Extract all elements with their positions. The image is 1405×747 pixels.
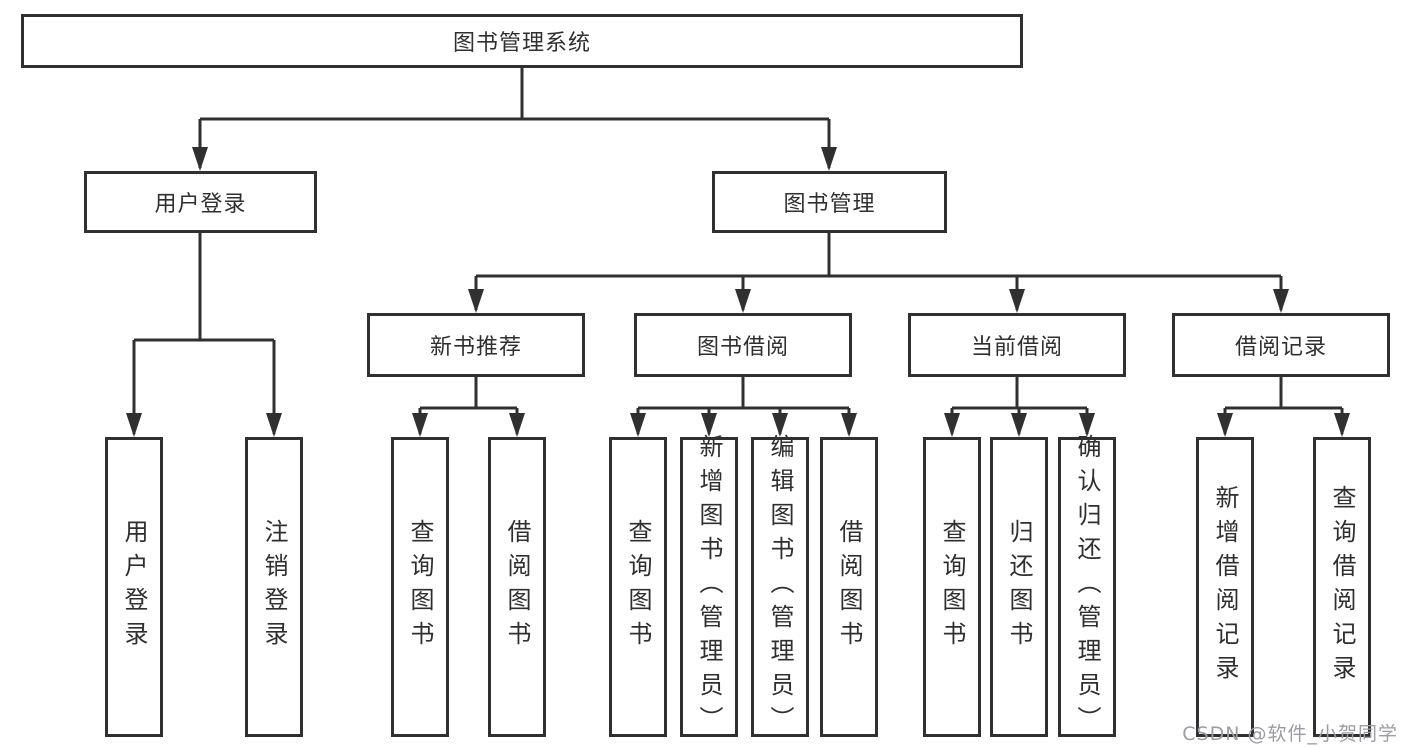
leaf-label: 查询图书 [938, 519, 966, 655]
leaf-label: 查询图书 [624, 519, 652, 655]
csdn-watermark: CSDN @软件_小贺同学 [1182, 723, 1398, 745]
leaf-edit-book-admin: 编辑图书（管理员） [751, 434, 809, 740]
node-library-management-system: 图书管理系统 [21, 14, 1023, 68]
leaf-query-books-current: 查询图书 [923, 437, 981, 737]
leaf-add-book-admin: 新增图书（管理员） [680, 434, 738, 740]
node-current-borrowing: 当前借阅 [908, 313, 1126, 377]
leaf-label: 注销登录 [260, 519, 288, 655]
node-borrowing-records: 借阅记录 [1172, 313, 1390, 377]
leaf-label: 编辑图书（管理员） [766, 434, 794, 740]
node-label: 新书推荐 [429, 335, 522, 360]
leaf-query-books-recommend: 查询图书 [391, 437, 449, 737]
node-user-login: 用户登录 [84, 171, 317, 233]
node-new-book-recommendation: 新书推荐 [367, 313, 585, 377]
leaf-query-books-borrowing: 查询图书 [609, 437, 667, 737]
node-book-borrowing: 图书借阅 [634, 313, 852, 377]
leaf-label: 借阅图书 [503, 519, 531, 655]
leaf-query-borrowing-record: 查询借阅记录 [1313, 437, 1371, 737]
leaf-user-login: 用户登录 [105, 437, 163, 737]
leaf-label: 确认归还（管理员） [1073, 434, 1101, 740]
node-label: 当前借阅 [970, 335, 1063, 360]
node-label: 用户登录 [154, 192, 247, 217]
leaf-return-books: 归还图书 [990, 437, 1048, 737]
leaf-label: 查询借阅记录 [1328, 485, 1356, 689]
leaf-confirm-return-admin: 确认归还（管理员） [1058, 434, 1116, 740]
node-book-management: 图书管理 [712, 171, 947, 233]
leaf-label: 用户登录 [120, 519, 148, 655]
node-label: 图书管理 [783, 192, 876, 217]
leaf-borrow-books-recommend: 借阅图书 [488, 437, 546, 737]
leaf-logout: 注销登录 [245, 437, 303, 737]
leaf-label: 新增借阅记录 [1211, 485, 1239, 689]
leaf-label: 借阅图书 [835, 519, 863, 655]
leaf-label: 查询图书 [406, 519, 434, 655]
node-label: 图书借阅 [696, 335, 789, 360]
node-label: 借阅记录 [1234, 335, 1327, 360]
leaf-label: 归还图书 [1005, 519, 1033, 655]
arrowheads [126, 147, 1350, 437]
leaf-add-borrowing-record: 新增借阅记录 [1196, 437, 1254, 737]
leaf-label: 新增图书（管理员） [695, 434, 723, 740]
leaf-borrow-books-borrowing: 借阅图书 [820, 437, 878, 737]
node-label: 图书管理系统 [452, 31, 591, 56]
